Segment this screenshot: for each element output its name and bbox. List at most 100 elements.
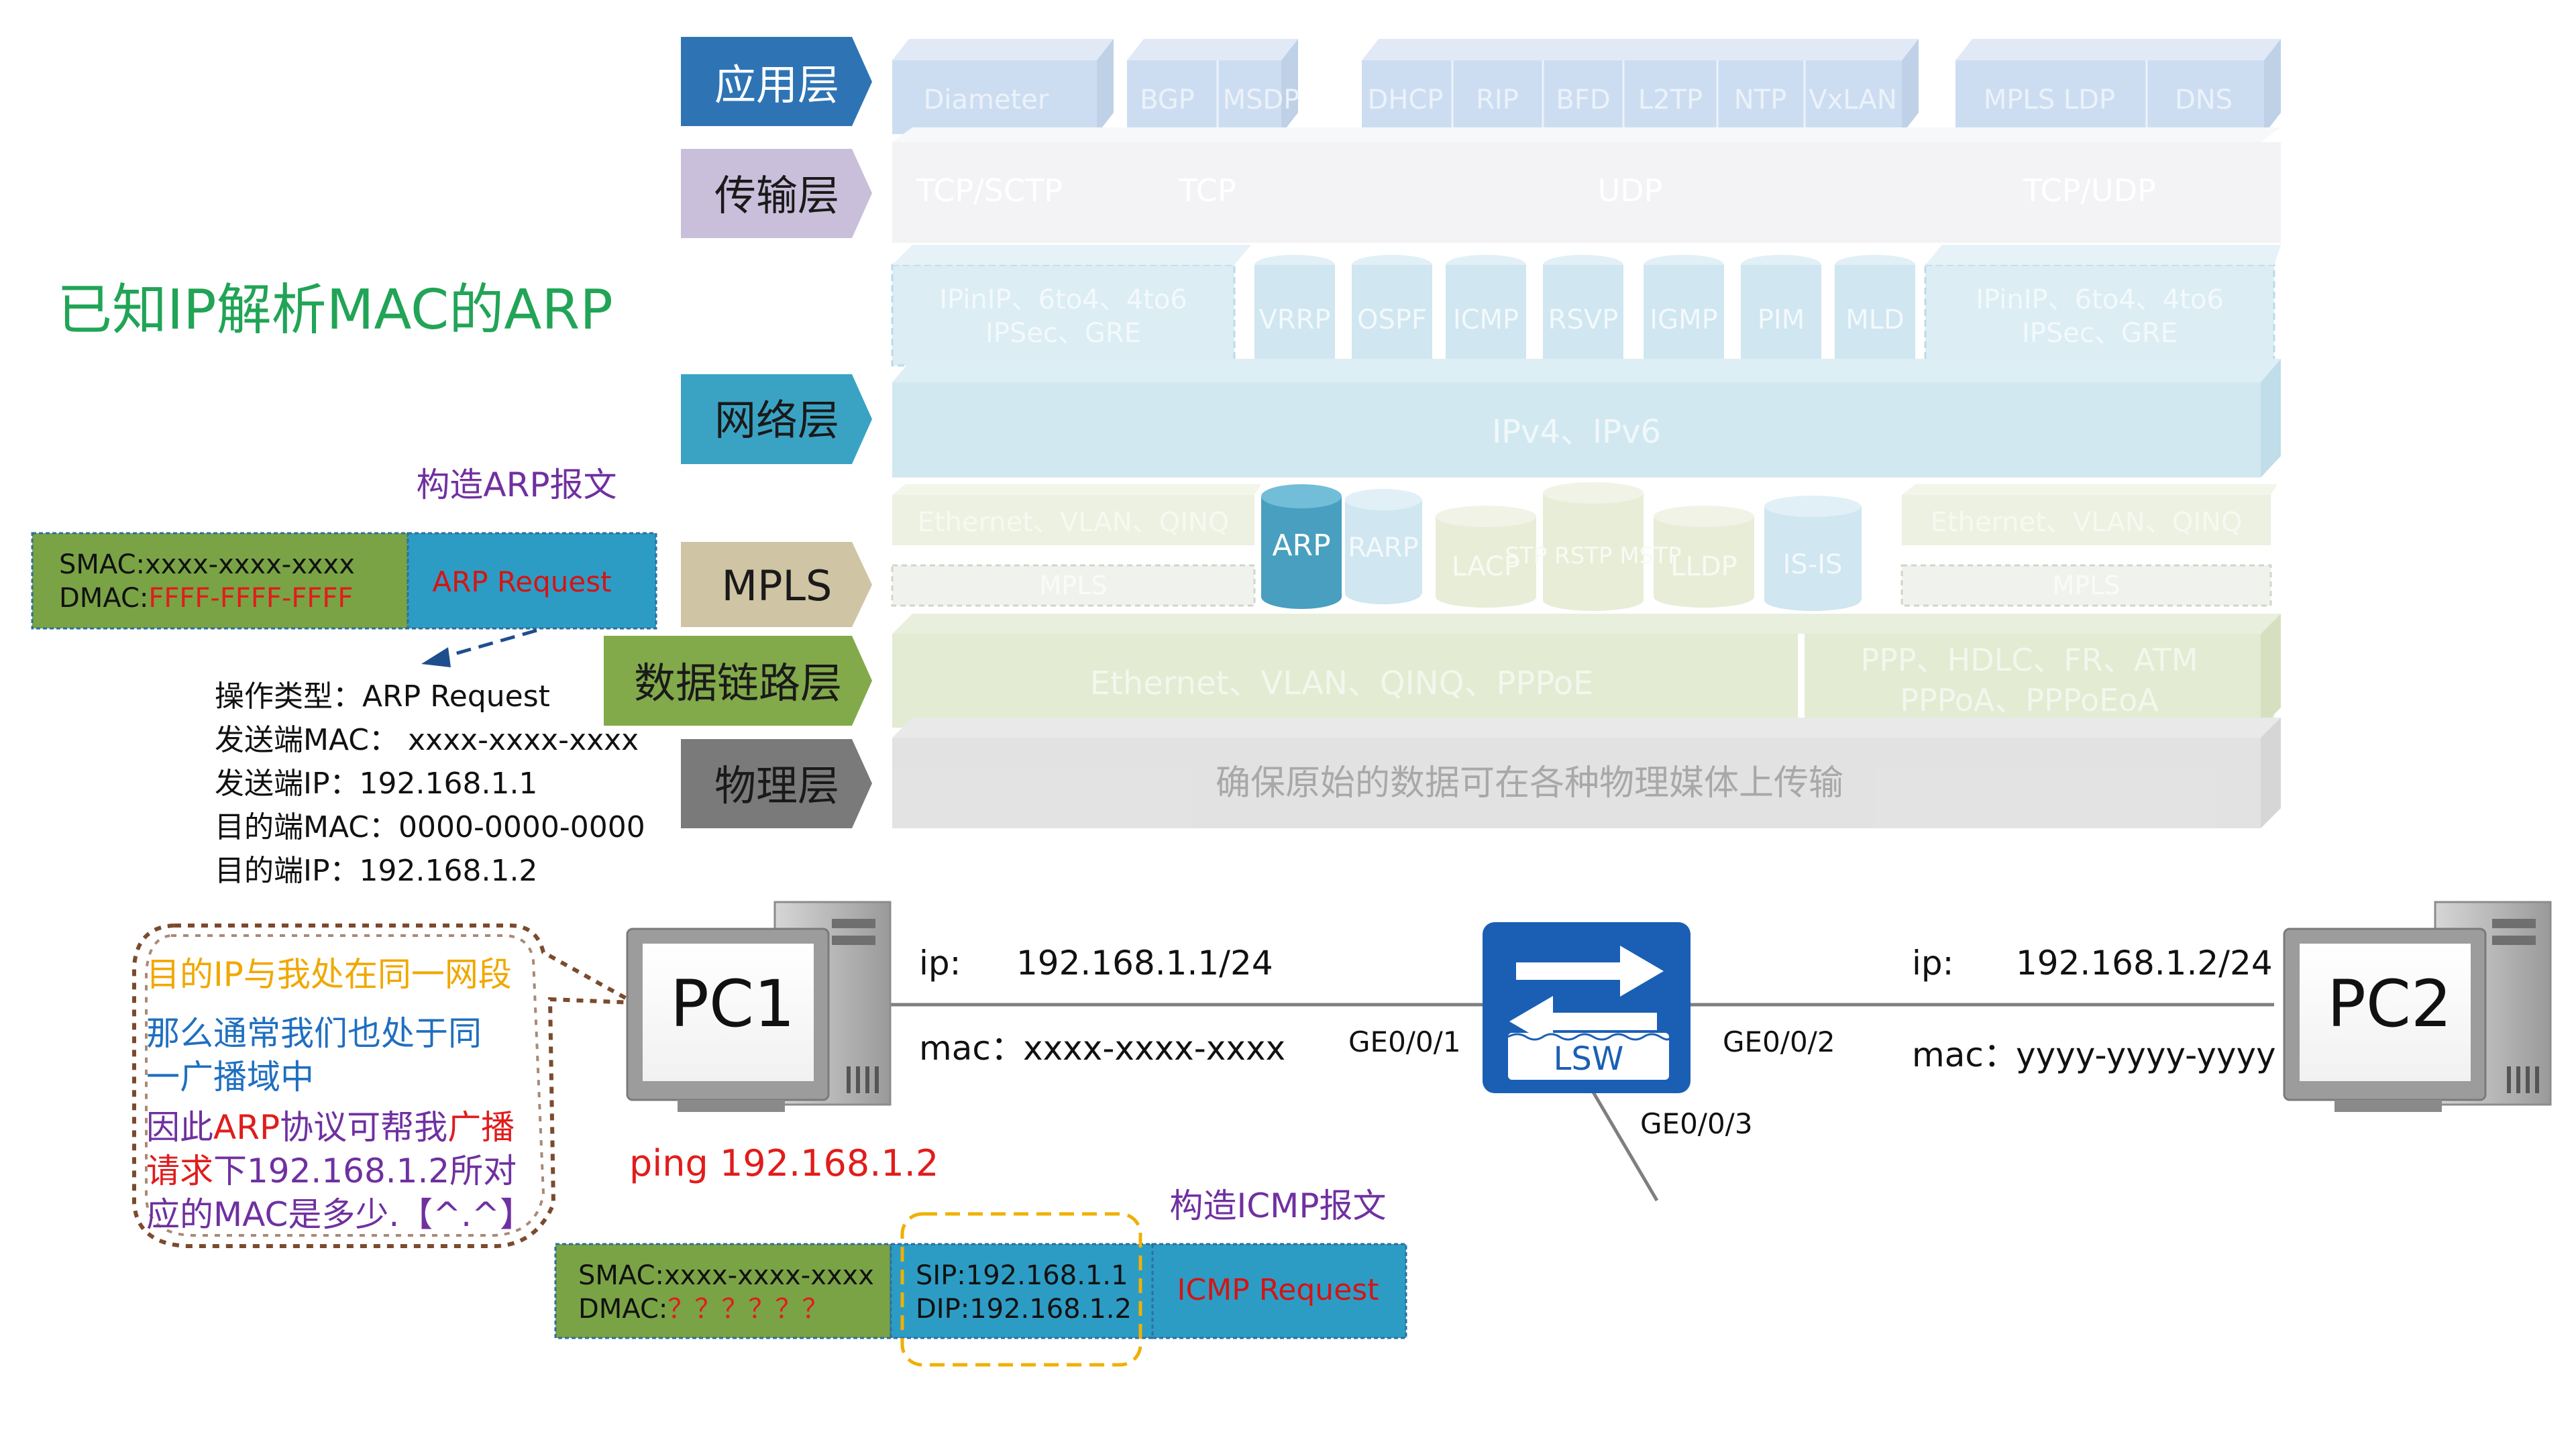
thought-bubble: 目的IP与我处在同一网段 那么通常我们也处于同 一广播域中 因此ARP协议可帮我… <box>132 924 635 1248</box>
layer-network-label: 网络层 <box>714 396 839 445</box>
proto-tunnel-right-1: IPinIP、6to4、4to6 <box>1976 284 2224 315</box>
arp-cylinder: ARP <box>1261 484 1342 609</box>
proto-rip: RIP <box>1476 85 1519 115</box>
bubble-line-4: 因此ARP协议可帮我广播 <box>146 1108 515 1147</box>
proto-mld: MLD <box>1845 304 1904 335</box>
page-title: 已知IP解析MAC的ARP <box>57 278 613 342</box>
layer-datalink: 数据链路层 <box>604 636 872 726</box>
arp-detail-arrow <box>421 628 537 667</box>
l2-upper-row: Ethernet、VLAN、QINQ MPLS ARP RARP <box>891 482 2277 611</box>
proto-icmp: ICMP <box>1453 304 1519 335</box>
port-ge003: GE0/0/3 <box>1640 1107 1753 1140</box>
protocol-stack: Diameter BGP MSDP DHCP RIP BFD L2TP NTP … <box>891 39 2281 828</box>
proto-pim: PIM <box>1758 304 1805 335</box>
bubble-line-5a: 请求 <box>146 1152 213 1190</box>
network-upper-row: IPinIP、6to4、4to6 IPSec、GRE <box>891 245 2281 369</box>
proto-vxlan: VxLAN <box>1809 85 1897 115</box>
bubble-line-4a: 因此 <box>146 1108 213 1147</box>
pc1-info: ip: 192.168.1.1/24 mac： xxxx-xxxx-xxxx p… <box>629 944 1285 1184</box>
layer-network: 网络层 <box>681 374 872 464</box>
icmp-dmac-value: ？？？？？？ <box>667 1294 828 1325</box>
bubble-line-6: 应的MAC是多少.【^.^】 <box>146 1195 533 1234</box>
proto-physical: 确保原始的数据可在各种物理媒体上传输 <box>1216 763 1843 803</box>
proto-rarp: RARP <box>1348 533 1418 563</box>
pc1-ip-label: ip: <box>919 944 961 983</box>
proto-bgp: BGP <box>1140 85 1195 115</box>
lsw-switch-icon[interactable]: LSW <box>1483 922 1690 1093</box>
proto-bfd: BFD <box>1556 85 1610 115</box>
proto-dl-right-2: PPPoA、PPPoEoA <box>1900 682 2159 718</box>
proto-mpls-right: MPLS <box>2053 571 2121 600</box>
proto-tcp-udp: TCP/UDP <box>2023 172 2156 209</box>
pc1-computer-icon[interactable]: PC1 <box>626 901 892 1112</box>
pc1-ping: ping 192.168.1.2 <box>629 1142 938 1184</box>
pc2-ip: 192.168.1.2/24 <box>2016 944 2273 983</box>
arp-detail-sip: 发送端IP：192.168.1.1 <box>215 767 537 801</box>
bubble-line-4c: 协议可帮我 <box>280 1108 447 1147</box>
arp-dmac-row: DMAC:FFFF-FFFF-FFFF <box>59 583 353 614</box>
icmp-dip: DIP:192.168.1.2 <box>916 1294 1132 1325</box>
layer-app-label: 应用层 <box>714 60 839 109</box>
proto-lldp: LLDP <box>1670 551 1737 582</box>
layer-transport-label: 传输层 <box>714 171 839 220</box>
transport-row: TCP/SCTP TCP UDP TCP/UDP <box>892 127 2281 243</box>
proto-tunnel-right-2: IPSec、GRE <box>2022 318 2178 349</box>
layer-mpls: MPLS <box>681 542 872 627</box>
icmp-request-label: ICMP Request <box>1177 1273 1379 1307</box>
layer-datalink-label: 数据链路层 <box>634 659 842 708</box>
icmp-packet: 构造ICMP报文 SMAC:xxxx-xxxx-xxxx DMAC:？？？？？？… <box>554 1186 1407 1367</box>
bubble-line-2: 那么通常我们也处于同 <box>146 1014 482 1053</box>
proto-rsvp: RSVP <box>1548 304 1619 335</box>
proto-dhcp: DHCP <box>1368 85 1444 115</box>
app-row: Diameter BGP MSDP DHCP RIP BFD L2TP NTP … <box>892 39 2281 134</box>
proto-vrrp: VRRP <box>1258 304 1330 335</box>
arp-packet-caption: 构造ARP报文 <box>416 465 616 504</box>
arp-dmac-value: FFFF-FFFF-FFFF <box>148 583 353 614</box>
proto-arp: ARP <box>1272 528 1330 563</box>
proto-tcp: TCP <box>1178 172 1236 209</box>
pc1-ip: 192.168.1.1/24 <box>1016 944 1273 983</box>
lsw-label: LSW <box>1554 1040 1624 1078</box>
layer-app: 应用层 <box>681 37 872 126</box>
arp-detail-smac: 发送端MAC： xxxx-xxxx-xxxx <box>215 723 639 757</box>
bubble-line-4b: ARP <box>213 1108 280 1147</box>
port-ge001: GE0/0/1 <box>1348 1025 1461 1058</box>
port-ge002: GE0/0/2 <box>1723 1025 1835 1058</box>
pc2-info: ip: 192.168.1.2/24 mac： yyyy-yyyy-yyyy <box>1912 944 2276 1074</box>
proto-l2tp: L2TP <box>1638 85 1703 115</box>
bubble-line-5b: 下192.168.1.2所对 <box>213 1152 517 1190</box>
icmp-smac: SMAC:xxxx-xxxx-xxxx <box>578 1260 874 1291</box>
bubble-line-5: 请求下192.168.1.2所对 <box>146 1152 517 1190</box>
proto-tunnel-left-2: IPSec、GRE <box>985 318 1141 349</box>
proto-msdp: MSDP <box>1223 85 1300 115</box>
arp-detail-op: 操作类型：ARP Request <box>215 679 550 714</box>
layer-physical: 物理层 <box>681 739 872 828</box>
proto-mpls-left: MPLS <box>1040 571 1108 600</box>
datalink-band: Ethernet、VLAN、QINQ、PPPoE PPP、HDLC、FR、ATM… <box>892 614 2281 728</box>
pc2-computer-icon[interactable]: PC2 <box>2283 901 2552 1112</box>
arp-detail-dip: 目的端IP：192.168.1.2 <box>215 854 537 888</box>
pc1-mac-label: mac： <box>919 1029 1024 1068</box>
proto-tunnel-left-1: IPinIP、6to4、4to6 <box>939 284 1187 315</box>
bubble-line-4d: 广播 <box>447 1108 515 1147</box>
icmp-packet-caption: 构造ICMP报文 <box>1170 1186 1387 1225</box>
arp-request-label: ARP Request <box>432 565 611 598</box>
icmp-dmac-prefix: DMAC: <box>578 1294 667 1325</box>
layer-labels: 应用层 传输层 网络层 MPLS 数据链路层 物理层 <box>604 37 872 828</box>
pc2-ip-label: ip: <box>1912 944 1953 983</box>
arp-dmac-prefix: DMAC: <box>59 583 148 614</box>
proto-lacp: LACP <box>1452 551 1520 582</box>
proto-stp: STP RSTP MSTP <box>1505 543 1681 569</box>
proto-isis: IS-IS <box>1783 549 1843 580</box>
physical-band: 确保原始的数据可在各种物理媒体上传输 <box>892 718 2281 828</box>
proto-ntp: NTP <box>1734 85 1786 115</box>
proto-ip: IPv4、IPv6 <box>1492 413 1661 451</box>
pc2-mac-label: mac： <box>1912 1036 2017 1074</box>
proto-ospf: OSPF <box>1357 304 1427 335</box>
bubble-line-1: 目的IP与我处在同一网段 <box>146 955 512 994</box>
layer-mpls-label: MPLS <box>722 561 833 610</box>
proto-dns: DNS <box>2175 85 2233 115</box>
icmp-sip: SIP:192.168.1.1 <box>916 1260 1128 1291</box>
proto-mpls-ldp: MPLS LDP <box>1984 85 2115 115</box>
